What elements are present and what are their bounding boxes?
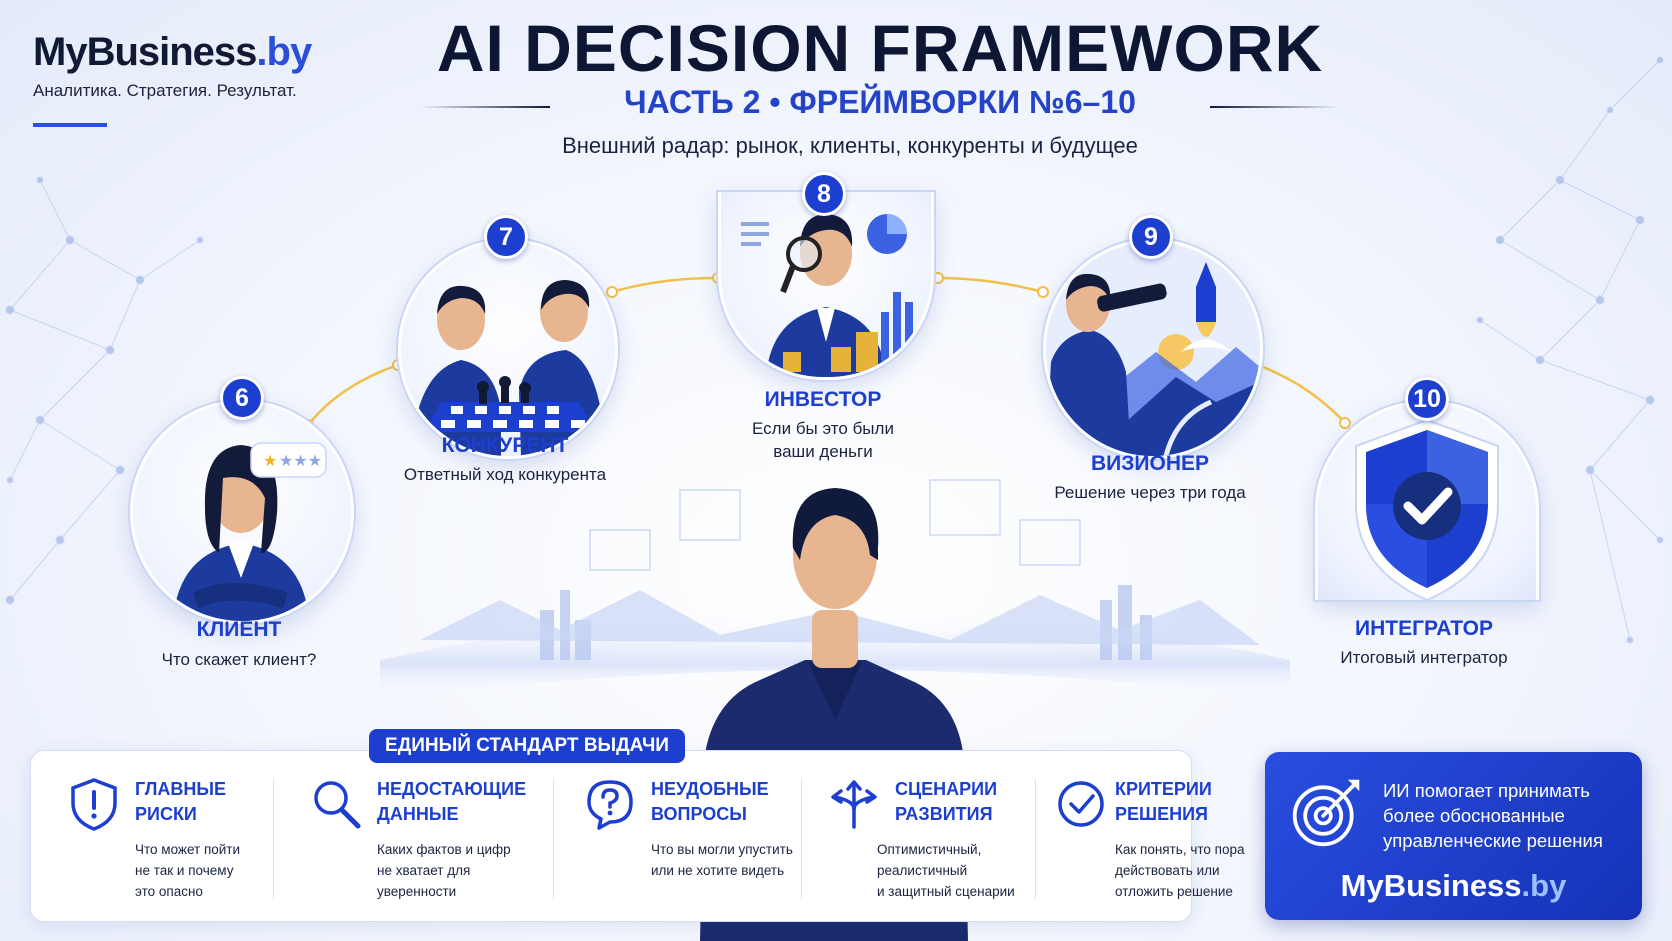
framework-investor[interactable]: 8 ИНВЕСТОР Если бы это были ваши деньги xyxy=(718,172,938,472)
framework-description: Решение через три года xyxy=(1054,483,1246,502)
framework-title: ВИЗИОНЕР xyxy=(1090,452,1210,475)
chess-players-icon xyxy=(411,280,606,456)
framework-integrator[interactable]: 10 ИНТЕГРАТОР Итоговый интегратор xyxy=(1315,377,1540,681)
brand-tagline: Аналитика. Стратегия. Результат. xyxy=(33,81,297,100)
panel-divider xyxy=(273,779,274,899)
subtitle-divider-left xyxy=(420,106,550,108)
framework-number-badge: 8 xyxy=(802,172,846,216)
framework-description-line2: ваши деньги xyxy=(773,442,873,461)
shield-exclamation-icon xyxy=(71,778,117,831)
framework-number-badge: 9 xyxy=(1129,215,1173,259)
brand-block: MyBusiness.by Аналитика. Стратегия. Резу… xyxy=(33,30,312,127)
page-subtitle: ЧАСТЬ 2 • ФРЕЙМВОРКИ №6–10 xyxy=(624,84,1136,120)
branching-arrows-icon xyxy=(831,780,877,829)
brand-logo[interactable]: MyBusiness.by xyxy=(33,30,312,74)
svg-text:★★★: ★★★ xyxy=(279,451,322,470)
framework-number-badge: 10 xyxy=(1405,377,1449,421)
panel-divider xyxy=(553,779,554,899)
framework-description: Что скажет клиент? xyxy=(161,650,317,669)
brand-underline xyxy=(33,123,107,127)
subtitle-row: ЧАСТЬ 2 • ФРЕЙМВОРКИ №6–10 xyxy=(420,84,1340,124)
framework-client[interactable]: ★ ★★★ 6 КЛИЕНТ Что скажет клиент? xyxy=(130,376,355,680)
panel-divider xyxy=(1035,779,1036,899)
framework-description: Ответный ход конкурента xyxy=(403,465,607,484)
magnifier-icon xyxy=(314,781,361,829)
framework-number-badge: 6 xyxy=(220,376,264,420)
output-standard-label: ЕДИНЫЙ СТАНДАРТ ВЫДАЧИ xyxy=(369,729,685,763)
question-bubble-icon xyxy=(587,780,633,830)
subtitle-divider-right xyxy=(1210,106,1340,108)
check-circle-icon xyxy=(1058,781,1104,827)
framework-title: КОНКУРЕНТ xyxy=(441,434,569,457)
page-tagline: Внешний радар: рынок, клиенты, конкурент… xyxy=(562,133,1138,158)
investor-magnifier-icon xyxy=(741,214,913,377)
framework-title: ИНТЕГРАТОР xyxy=(1355,617,1493,640)
framework-visionary[interactable]: 9 ВИЗИОНЕР Решение через три года xyxy=(1043,215,1268,519)
visionary-telescope-icon xyxy=(1046,242,1260,456)
cta-brand-logo[interactable]: MyBusiness.by xyxy=(1340,868,1567,903)
client-woman-icon: ★ ★★★ xyxy=(173,442,327,621)
framework-description: Если бы это были xyxy=(752,419,894,438)
svg-text:★: ★ xyxy=(263,451,277,470)
panel-divider xyxy=(801,779,802,899)
framework-description: Итоговый интегратор xyxy=(1340,648,1508,667)
framework-competitor[interactable]: 7 КОНКУРЕНТ Ответный ход конкурента xyxy=(398,215,623,519)
page-title: AI DECISION FRAMEWORK xyxy=(436,11,1324,85)
target-arrow-icon xyxy=(1292,779,1360,847)
framework-title: КЛИЕНТ xyxy=(196,618,282,641)
integrator-shield-icon xyxy=(1355,418,1499,600)
framework-number-badge: 7 xyxy=(484,215,528,259)
framework-title: ИНВЕСТОР xyxy=(764,388,882,411)
